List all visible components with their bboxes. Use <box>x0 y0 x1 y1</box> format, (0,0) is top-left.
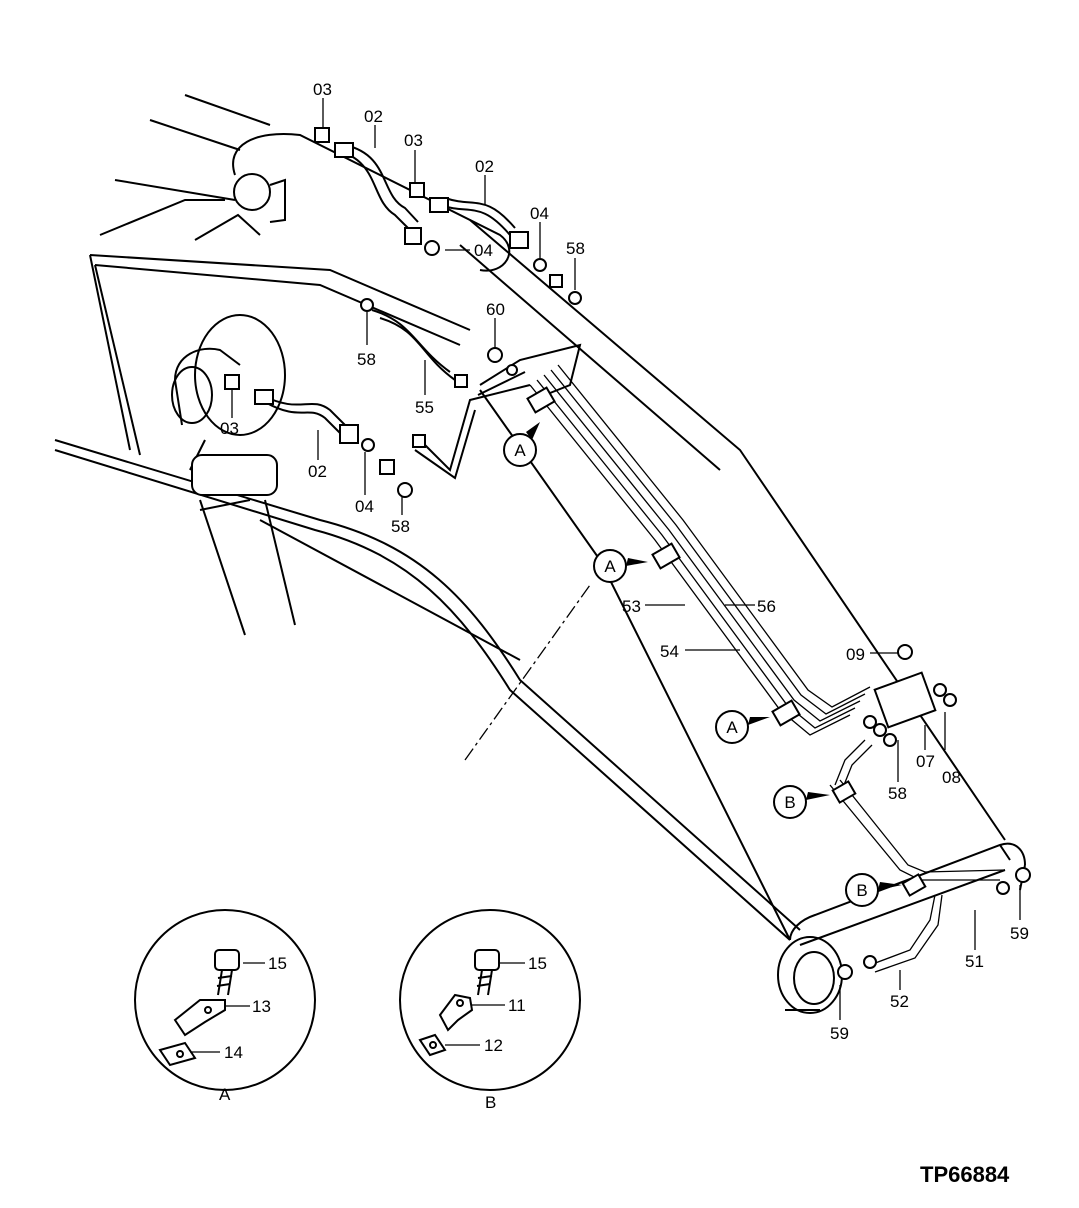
detail-b-label-12: 12 <box>484 1036 503 1055</box>
detail-a-caption: A <box>219 1085 231 1104</box>
callout-b-1: B <box>773 785 830 819</box>
callout-a-2: A <box>593 549 648 583</box>
part-label-51: 51 <box>965 952 984 971</box>
part-label-04: 04 <box>530 204 549 223</box>
detail-a-label-13: 13 <box>252 997 271 1016</box>
callout-b-2: B <box>845 873 902 907</box>
callout-b-2-text: B <box>856 881 867 900</box>
part-label-59: 59 <box>830 1024 849 1043</box>
part-label-02: 02 <box>364 107 383 126</box>
boom-cylinder <box>171 314 296 636</box>
callout-a-3: A <box>715 710 770 744</box>
callout-a-3-text: A <box>726 718 738 737</box>
part-label-52: 52 <box>890 992 909 1011</box>
part-label-04: 04 <box>474 241 493 260</box>
part-label-58: 58 <box>566 239 585 258</box>
boom-pipes <box>526 364 1031 980</box>
part-label-56: 56 <box>757 597 776 616</box>
part-label-58: 58 <box>888 784 907 803</box>
detail-a-label-14: 14 <box>224 1043 243 1062</box>
part-label-03: 03 <box>220 419 239 438</box>
callout-a-1-text: A <box>514 441 526 460</box>
part-label-02: 02 <box>308 462 327 481</box>
callout-a-2-text: A <box>604 557 616 576</box>
part-label-03: 03 <box>313 80 332 99</box>
detail-b-label-15: 15 <box>528 954 547 973</box>
part-label-54: 54 <box>660 642 679 661</box>
detail-a-label-15: 15 <box>268 954 287 973</box>
part-label-53: 53 <box>622 597 641 616</box>
part-label-55: 55 <box>415 398 434 417</box>
detail-b-label-11: 11 <box>508 996 526 1015</box>
detail-b-caption: B <box>485 1093 496 1112</box>
part-label-58: 58 <box>391 517 410 536</box>
part-label-07: 07 <box>916 752 935 771</box>
part-label-60: 60 <box>486 300 505 319</box>
upper-hoses <box>224 127 582 498</box>
part-label-08: 08 <box>942 768 961 787</box>
part-label-58: 58 <box>357 350 376 369</box>
part-label-09: 09 <box>846 645 865 664</box>
part-label-04: 04 <box>355 497 374 516</box>
part-label-59: 59 <box>1010 924 1029 943</box>
leader-lines <box>231 98 1021 1020</box>
figure-id: TP66884 <box>920 1162 1010 1187</box>
part-label-03: 03 <box>404 131 423 150</box>
part-label-02: 02 <box>475 157 494 176</box>
part-labels: 03 02 03 02 04 58 04 60 58 55 03 02 04 5… <box>220 80 1029 1043</box>
detail-view-a: 15 13 14 A <box>134 909 316 1104</box>
callout-b-1-text: B <box>784 793 795 812</box>
callout-a-1: A <box>503 422 540 467</box>
detail-view-b: 15 11 12 B <box>399 909 581 1112</box>
